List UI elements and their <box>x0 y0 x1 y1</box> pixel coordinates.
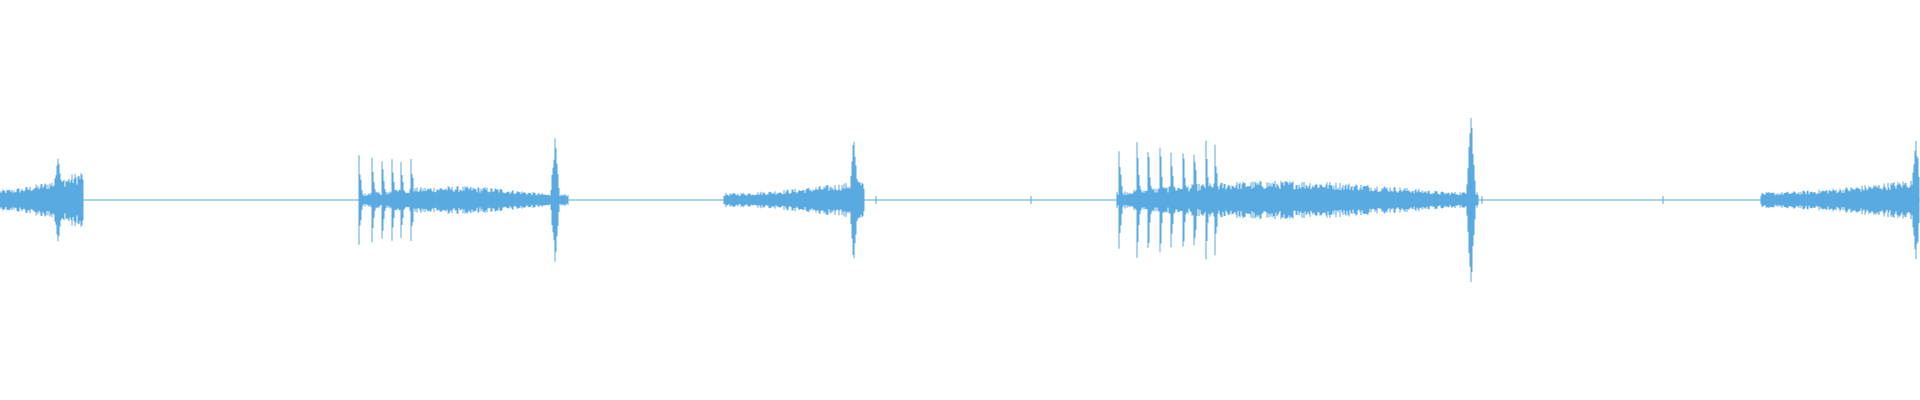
waveform-bars <box>0 118 1920 282</box>
